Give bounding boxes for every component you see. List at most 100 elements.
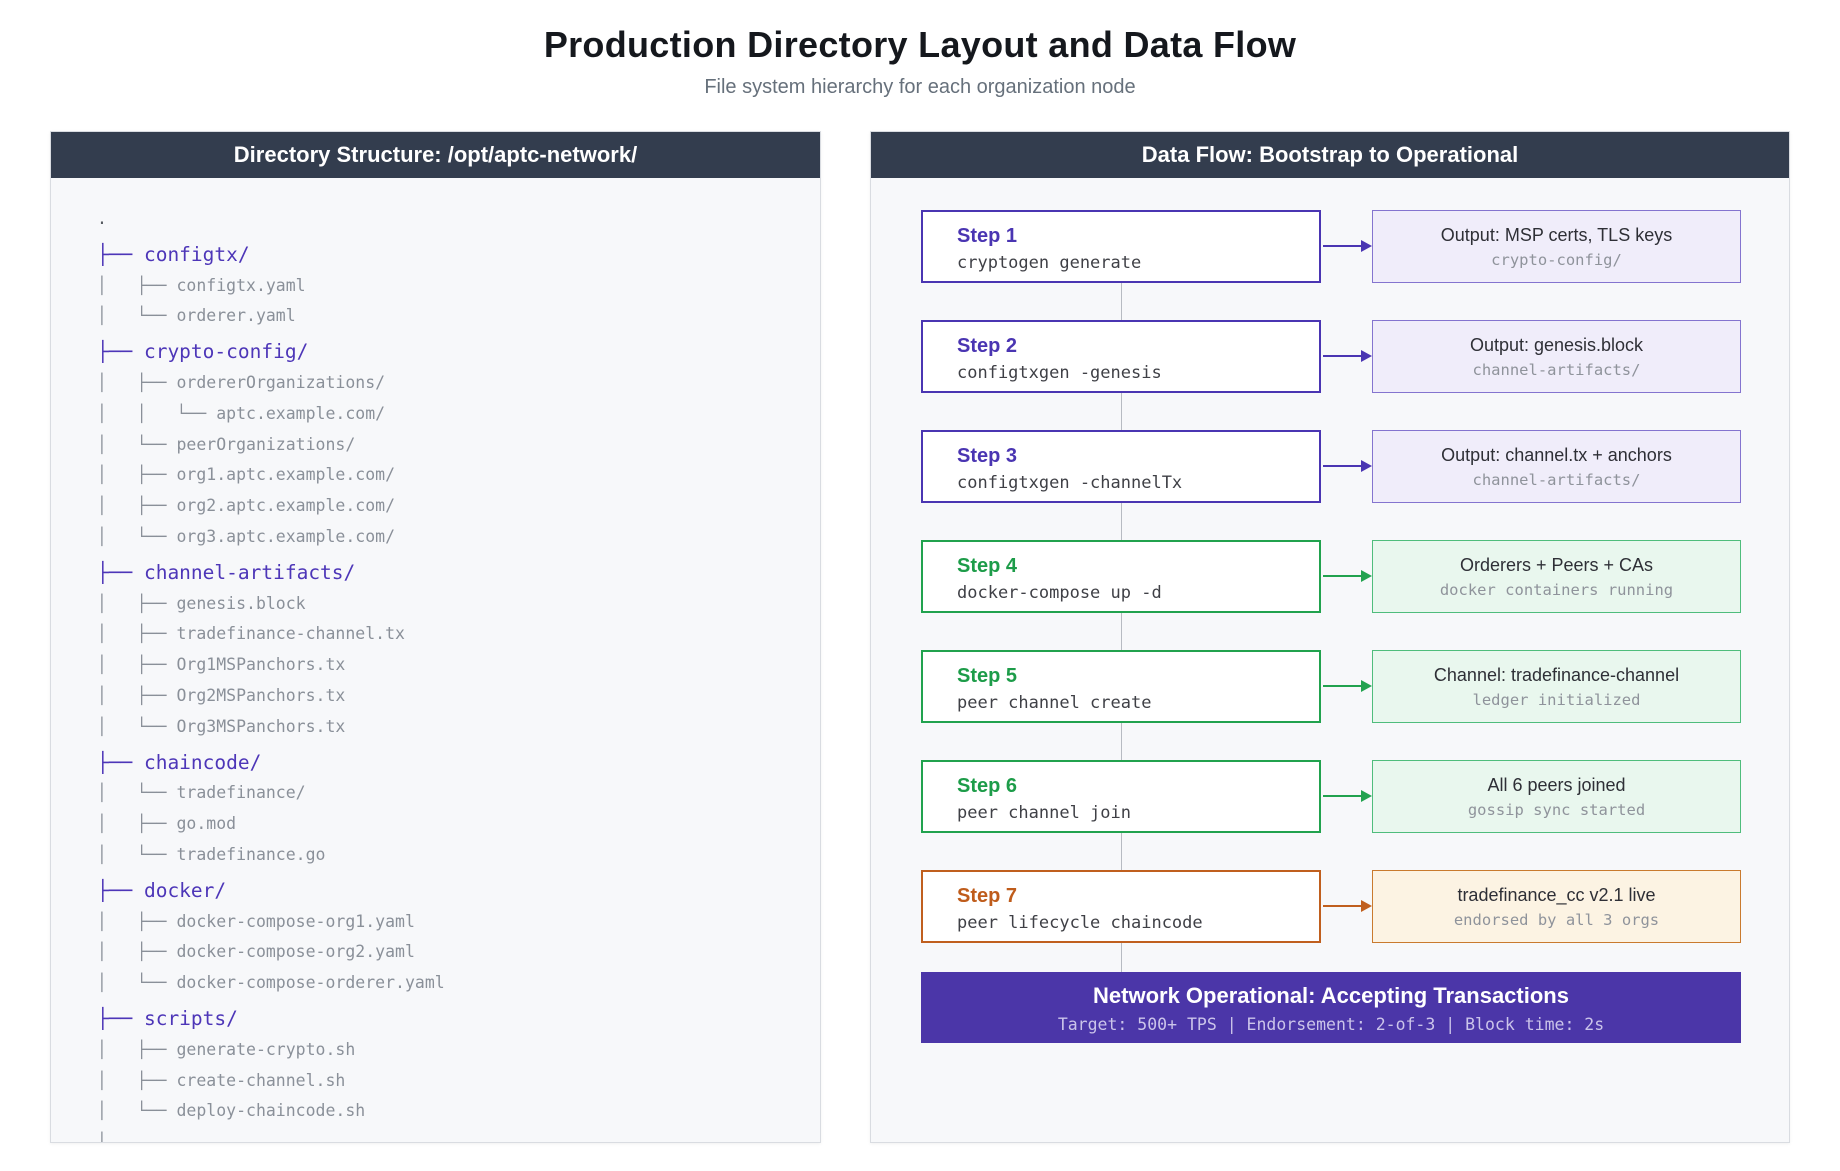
page-subtitle: File system hierarchy for each organizat… bbox=[704, 76, 1136, 98]
tree-line: ├── scripts/ bbox=[97, 1006, 238, 1030]
tree-line: │ ├── org2.aptc.example.com/ bbox=[97, 496, 396, 516]
banner-title: Network Operational: Accepting Transacti… bbox=[1093, 983, 1569, 1008]
flow-step-row: Step 1 cryptogen generate Output: MSP ce… bbox=[871, 210, 1789, 283]
page-title: Production Directory Layout and Data Flo… bbox=[543, 24, 1297, 65]
step-connector-line bbox=[1121, 833, 1122, 870]
output-title: tradefinance_cc v2.1 live bbox=[1457, 885, 1656, 905]
output-subtitle: endorsed by all 3 orgs bbox=[1453, 911, 1660, 929]
step-label: Step 7 bbox=[957, 885, 1018, 907]
flow-step-row: Step 6 peer channel join All 6 peers joi… bbox=[871, 760, 1789, 833]
flow-diagram: Step 1 cryptogen generate Output: MSP ce… bbox=[871, 178, 1789, 1142]
tree-line: ├── channel-artifacts/ bbox=[97, 560, 356, 584]
banner-subtitle: Target: 500+ TPS | Endorsement: 2-of-3 |… bbox=[1057, 1015, 1605, 1034]
output-subtitle: docker containers running bbox=[1439, 581, 1674, 599]
output-title: Output: genesis.block bbox=[1469, 335, 1644, 355]
step-label: Step 3 bbox=[957, 445, 1018, 467]
tree-line: │ ├── tradefinance-channel.tx bbox=[97, 624, 405, 644]
operational-banner: Network Operational: Accepting Transacti… bbox=[921, 972, 1741, 1043]
step-box: Step 5 peer channel create bbox=[921, 650, 1321, 723]
tree-line: │ └── orderer.yaml bbox=[97, 306, 296, 326]
output-subtitle: channel-artifacts/ bbox=[1472, 471, 1641, 489]
output-subtitle: ledger initialized bbox=[1472, 691, 1641, 709]
flow-step-row: Step 4 docker-compose up -d Orderers + P… bbox=[871, 540, 1789, 613]
tree-line: │ ├── docker-compose-org2.yaml bbox=[97, 942, 415, 962]
output-title: All 6 peers joined bbox=[1487, 775, 1626, 795]
output-title: Output: MSP certs, TLS keys bbox=[1440, 225, 1673, 245]
tree-line: │ └── tradefinance.go bbox=[97, 844, 326, 864]
data-flow-panel-header: Data Flow: Bootstrap to Operational bbox=[871, 132, 1789, 178]
step-label: Step 2 bbox=[957, 335, 1018, 357]
tree-line: │ └── Org3MSPanchors.tx bbox=[97, 716, 346, 736]
output-title: Output: channel.tx + anchors bbox=[1441, 445, 1672, 465]
tree-line: │ │ └── aptc.example.com/ bbox=[97, 403, 386, 423]
step-command: docker-compose up -d bbox=[957, 583, 1162, 603]
output-subtitle: gossip sync started bbox=[1467, 801, 1646, 819]
output-box: Orderers + Peers + CAs docker containers… bbox=[1372, 540, 1741, 613]
output-box: Output: genesis.block channel-artifacts/ bbox=[1372, 320, 1741, 393]
arrow-right-icon bbox=[1323, 900, 1372, 912]
tree-line: │ ├── docker-compose-org1.yaml bbox=[97, 911, 415, 931]
step-command: peer lifecycle chaincode bbox=[957, 913, 1203, 933]
step-label: Step 6 bbox=[957, 775, 1018, 797]
tree-line: │ ├── ordererOrganizations/ bbox=[97, 372, 386, 392]
tree-line: ├── crypto-config/ bbox=[97, 340, 309, 364]
tree-line: │ ├── create-channel.sh bbox=[97, 1070, 346, 1090]
tree-line: . bbox=[97, 209, 107, 228]
output-subtitle: crypto-config/ bbox=[1491, 251, 1622, 269]
directory-structure-panel: Directory Structure: /opt/aptc-network/ … bbox=[50, 131, 821, 1143]
step-command: cryptogen generate bbox=[957, 253, 1142, 273]
step-command: peer channel join bbox=[957, 803, 1131, 823]
arrow-right-icon bbox=[1323, 680, 1372, 692]
step-box: Step 3 configtxgen -channelTx bbox=[921, 430, 1321, 503]
tree-line: │ ├── configtx.yaml bbox=[97, 275, 306, 295]
flow-step-row: Step 2 configtxgen -genesis Output: gene… bbox=[871, 320, 1789, 393]
tree-line: ├── configtx/ bbox=[97, 242, 250, 266]
step-command: configtxgen -channelTx bbox=[957, 473, 1183, 493]
tree-line: │ └── peerOrganizations/ bbox=[97, 434, 356, 454]
step-box: Step 6 peer channel join bbox=[921, 760, 1321, 833]
flow-step-row: Step 3 configtxgen -channelTx Output: ch… bbox=[871, 430, 1789, 503]
tree-line: │ └── tradefinance/ bbox=[97, 783, 306, 803]
arrow-right-icon bbox=[1323, 240, 1372, 252]
step-command: configtxgen -genesis bbox=[957, 363, 1162, 383]
arrow-right-icon bbox=[1323, 350, 1372, 362]
tree-line: │ ├── Org2MSPanchors.tx bbox=[97, 685, 346, 705]
step-box: Step 2 configtxgen -genesis bbox=[921, 320, 1321, 393]
step-box: Step 7 peer lifecycle chaincode bbox=[921, 870, 1321, 943]
step-connector-line bbox=[1121, 393, 1122, 430]
tree-line: ├── chaincode/ bbox=[97, 750, 262, 774]
arrow-right-icon bbox=[1323, 570, 1372, 582]
tree-line: │ ├── go.mod bbox=[97, 814, 237, 834]
step-connector-line bbox=[1121, 283, 1122, 320]
flow-step-row: Step 7 peer lifecycle chaincode tradefin… bbox=[871, 870, 1789, 943]
tree-line: │ ├── genesis.block bbox=[97, 593, 306, 613]
data-flow-panel: Data Flow: Bootstrap to Operational Step… bbox=[870, 131, 1790, 1143]
flow-step-row: Step 5 peer channel create Channel: trad… bbox=[871, 650, 1789, 723]
directory-panel-header: Directory Structure: /opt/aptc-network/ bbox=[51, 132, 820, 178]
step-label: Step 5 bbox=[957, 665, 1018, 687]
step-connector-line bbox=[1121, 943, 1122, 972]
output-box: All 6 peers joined gossip sync started bbox=[1372, 760, 1741, 833]
arrow-right-icon bbox=[1323, 460, 1372, 472]
tree-line: │ ├── org1.aptc.example.com/ bbox=[97, 465, 396, 485]
tree-line: ├── docker/ bbox=[97, 878, 227, 902]
tree-line: │ bbox=[97, 1132, 107, 1143]
output-box: Channel: tradefinance-channel ledger ini… bbox=[1372, 650, 1741, 723]
tree-line: │ └── deploy-chaincode.sh bbox=[97, 1101, 366, 1121]
output-box: Output: channel.tx + anchors channel-art… bbox=[1372, 430, 1741, 503]
output-subtitle: channel-artifacts/ bbox=[1472, 361, 1641, 379]
tree-line: │ ├── Org1MSPanchors.tx bbox=[97, 655, 346, 675]
output-box: tradefinance_cc v2.1 live endorsed by al… bbox=[1372, 870, 1741, 943]
step-label: Step 4 bbox=[957, 555, 1018, 577]
output-box: Output: MSP certs, TLS keys crypto-confi… bbox=[1372, 210, 1741, 283]
directory-tree: . ├── configtx/ │ ├── configtx.yaml │ └─… bbox=[51, 178, 820, 1143]
output-title: Orderers + Peers + CAs bbox=[1459, 555, 1654, 575]
step-connector-line bbox=[1121, 613, 1122, 650]
tree-line: │ ├── generate-crypto.sh bbox=[97, 1039, 356, 1059]
step-box: Step 1 cryptogen generate bbox=[921, 210, 1321, 283]
arrow-right-icon bbox=[1323, 790, 1372, 802]
tree-line: │ └── docker-compose-orderer.yaml bbox=[97, 973, 445, 993]
tree-line: │ └── org3.aptc.example.com/ bbox=[97, 526, 396, 546]
step-box: Step 4 docker-compose up -d bbox=[921, 540, 1321, 613]
